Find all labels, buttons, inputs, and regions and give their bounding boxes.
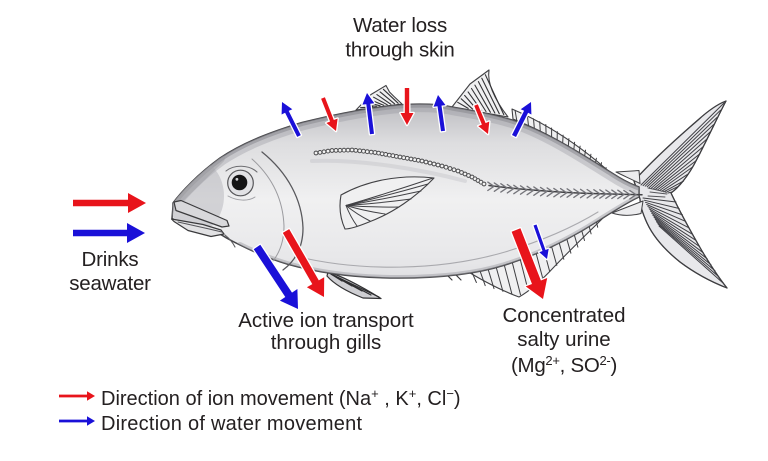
svg-text:Drinks: Drinks [82,248,139,271]
svg-text:Water loss: Water loss [353,14,447,37]
svg-text:Active ion transport: Active ion transport [238,309,414,332]
svg-text:salty urine: salty urine [517,328,610,351]
svg-text:Direction of ion movement (Na+: Direction of ion movement (Na+ , K+, Cl−… [101,386,461,410]
svg-text:seawater: seawater [69,272,151,295]
svg-text:through gills: through gills [271,331,382,354]
svg-text:through skin: through skin [345,39,454,62]
svg-text:Direction of water movement: Direction of water movement [101,413,362,435]
svg-text:Concentrated: Concentrated [502,304,625,327]
